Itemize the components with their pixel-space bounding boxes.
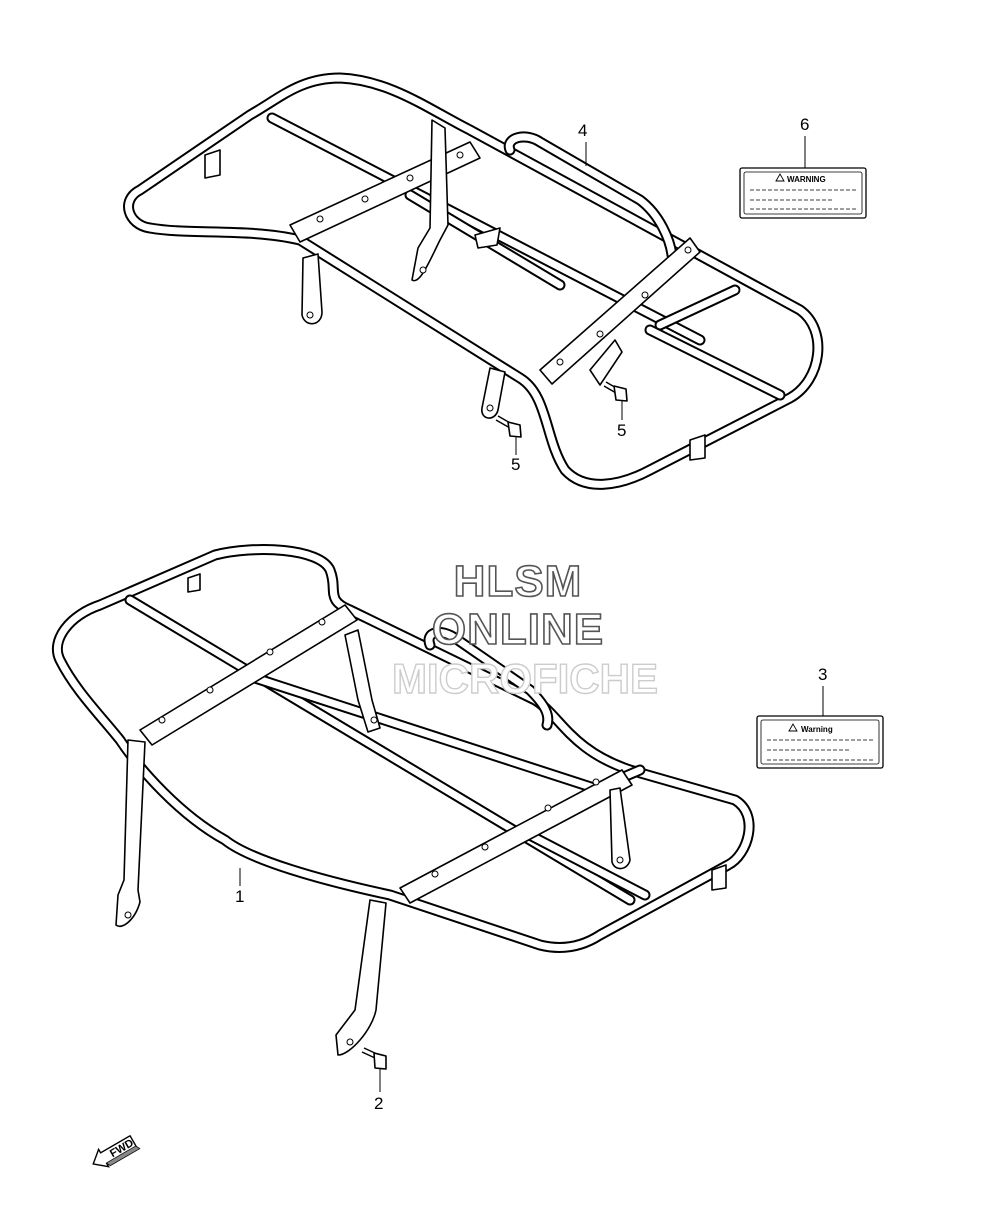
callout-number-4: 4 [578, 121, 587, 140]
callout-part-6: 6 [800, 115, 809, 168]
bolt-part-5-left[interactable] [495, 415, 522, 438]
watermark-line-3: MICROFICHE [392, 655, 658, 702]
rear-carrier-part-1[interactable] [51, 544, 755, 1056]
callout-number-2: 2 [374, 1094, 383, 1113]
callout-number-5-right: 5 [617, 421, 626, 440]
callout-part-1: 1 [235, 868, 244, 906]
bolt-part-5-right[interactable] [603, 381, 628, 402]
warning-label-text-bottom: Warning [801, 725, 833, 734]
fwd-arrow-icon: FWD [92, 1134, 141, 1168]
callout-number-1: 1 [235, 887, 244, 906]
callout-number-5-left: 5 [511, 455, 520, 474]
warning-label-part-6[interactable]: WARNING [739, 167, 867, 219]
bolt-part-2[interactable] [361, 1047, 387, 1070]
watermark: HLSM ONLINE MICROFICHE [391, 556, 658, 703]
front-carrier-part-4[interactable] [123, 72, 824, 490]
callout-part-5-left: 5 [511, 437, 520, 474]
callout-part-3: 3 [818, 665, 827, 716]
watermark-line-2: ONLINE [432, 605, 604, 654]
callout-part-2: 2 [374, 1069, 383, 1113]
callout-part-4: 4 [578, 121, 587, 166]
watermark-line-1: HLSM [454, 557, 583, 606]
caution-triangle-icon [788, 723, 798, 732]
warning-label-text-top: WARNING [787, 175, 826, 184]
callout-part-5-right: 5 [617, 401, 626, 440]
callout-number-3: 3 [818, 665, 827, 684]
caution-triangle-icon [775, 173, 785, 182]
warning-label-part-3[interactable]: Warning [756, 715, 884, 769]
callout-number-6: 6 [800, 115, 809, 134]
